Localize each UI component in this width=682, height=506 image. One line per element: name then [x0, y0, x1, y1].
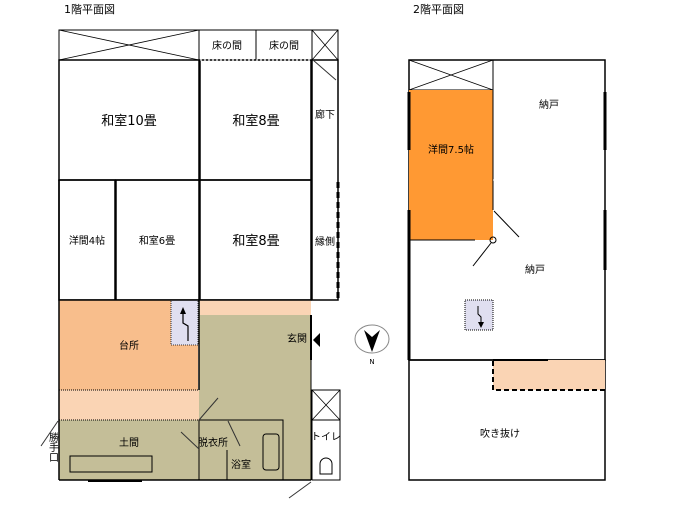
door-swing [198, 397, 219, 421]
floor2-plan: 洋間7.5帖 納戸 納戸 吹き抜け [407, 59, 607, 481]
floor1-plan: 床の間 床の間 和室10畳 和室8畳 廊下 洋間4帖 和室6畳 和室8畳 縁側 … [40, 29, 341, 499]
daidokoro-label: 台所 [119, 339, 139, 352]
door-swing [288, 481, 312, 499]
compass: N [354, 324, 390, 366]
nando-1-label: 納戸 [539, 98, 559, 111]
floor1-title: 1階平面図 [64, 2, 115, 16]
datsuijo-label: 脱衣所 [198, 436, 228, 449]
katteguchi-label: 勝手口 [47, 431, 59, 462]
cross-mark-icon [311, 29, 339, 61]
genkan-label: 玄関 [287, 332, 307, 345]
washitsu-8a-label: 和室8畳 [232, 113, 279, 129]
doma-label: 土間 [119, 436, 139, 449]
stairs [170, 299, 199, 346]
floor2-title: 2階平面図 [413, 2, 464, 16]
toilet-bowl-icon [319, 457, 333, 475]
hall-strip [200, 300, 311, 315]
stairs-arrow-icon [182, 312, 189, 341]
yokushitsu-label: 浴室 [231, 458, 251, 471]
doma [59, 420, 199, 480]
compass-north-label: N [369, 358, 374, 366]
youma-75-label: 洋間7.5帖 [428, 143, 474, 156]
toilet-label: トイレ [311, 432, 341, 443]
toilet [311, 419, 341, 481]
north-arrow-icon [364, 330, 380, 352]
tokonoma-2-label: 床の間 [269, 39, 299, 52]
arrow-up-icon [180, 307, 186, 314]
washitsu-6-label: 和室6畳 [139, 234, 175, 247]
genkan-area [199, 300, 311, 480]
door-swing [472, 242, 492, 267]
balcony-strip [493, 360, 605, 390]
door-hinge-icon [489, 236, 497, 244]
door-swing [180, 431, 200, 450]
youma-4-label: 洋間4帖 [69, 234, 105, 247]
sink-counter [69, 455, 153, 473]
youma-75 [409, 90, 493, 240]
arrow-down-icon [478, 322, 484, 328]
bathtub [262, 433, 280, 471]
entrance-arrow-icon [313, 333, 320, 347]
dashed-outline [492, 361, 605, 391]
door-swing [40, 420, 59, 447]
washitsu-8b-label: 和室8畳 [232, 233, 279, 249]
cross-mark-icon [408, 59, 494, 91]
nando-2-label: 納戸 [525, 263, 545, 276]
tokonoma-1-label: 床の間 [212, 39, 242, 52]
door-swing [493, 210, 520, 238]
door-swing [227, 420, 241, 447]
kitchen-strip [59, 390, 199, 420]
cross-mark-icon [311, 389, 341, 421]
rouka [311, 59, 339, 301]
rouka-label: 廊下 [315, 108, 335, 121]
fukinuke-label: 吹き抜け [480, 427, 520, 440]
cross-mark-icon [58, 29, 200, 61]
door-swing [312, 59, 337, 81]
washitsu-10-label: 和室10畳 [101, 113, 157, 129]
stairs-arrow-icon [477, 306, 482, 322]
engawa-label: 縁側 [315, 235, 335, 248]
